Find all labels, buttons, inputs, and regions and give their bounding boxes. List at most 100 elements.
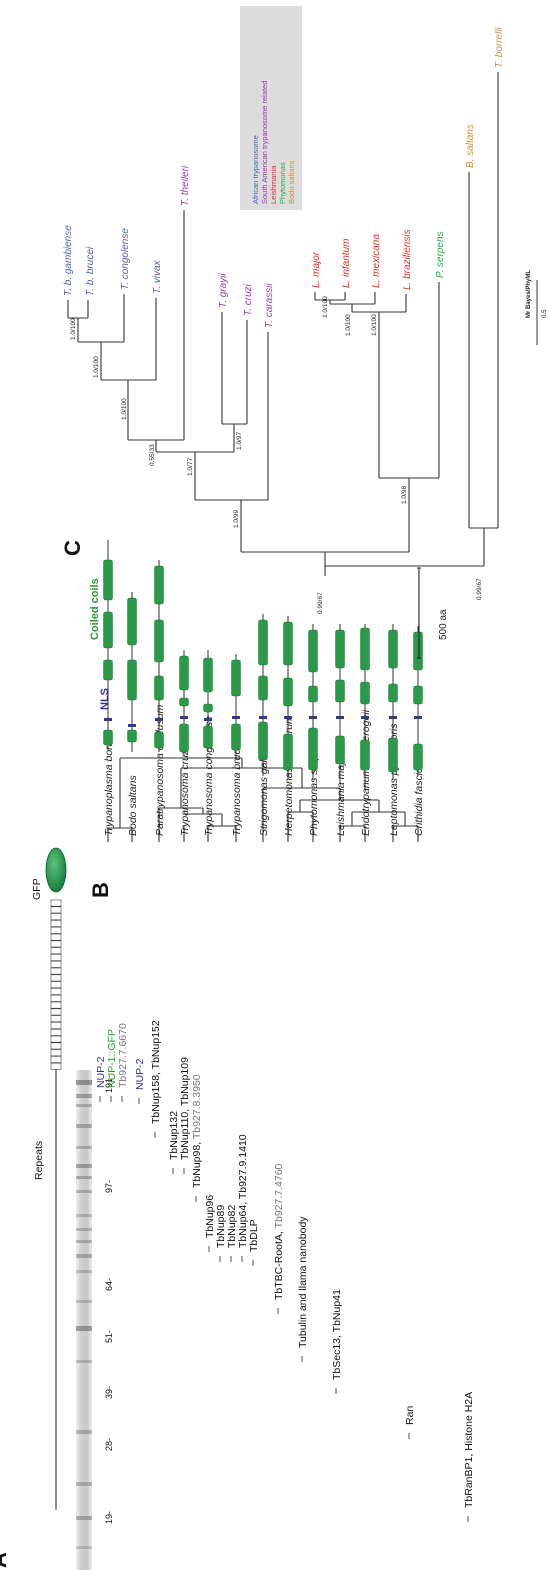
legend-leishmania: Leishmania bbox=[269, 165, 278, 204]
coiled-coil-domain bbox=[360, 627, 370, 671]
coiled-coil-domain bbox=[308, 629, 318, 673]
support-values: 1.0/100 1.0/100 1.0/100 0.55/33 1.0/77 1… bbox=[70, 296, 483, 614]
mw-64: 64- bbox=[104, 1278, 114, 1291]
repeat-box bbox=[50, 933, 62, 941]
coiled-coils-label: Coiled coils bbox=[89, 578, 101, 640]
coiled-coil-domain bbox=[335, 679, 345, 703]
coiled-coil-domain bbox=[335, 735, 345, 765]
coiled-coil-domain bbox=[103, 559, 113, 601]
coiled-coil-domain bbox=[413, 631, 423, 671]
coiled-coil-domain bbox=[388, 737, 398, 773]
coiled-coil-domain bbox=[388, 629, 398, 669]
nls-motif bbox=[336, 716, 344, 719]
band-label-tbtbc-roota: TbTBC-RootA, Tb927.7.4760 bbox=[273, 1163, 285, 1300]
protein-track bbox=[154, 560, 164, 752]
gel-band bbox=[76, 1228, 92, 1231]
species-endotrypanum-monterogeii: Endotrypanum monterogeii bbox=[360, 709, 372, 836]
band-label-tbnup132: TbNup132 bbox=[168, 1111, 180, 1160]
taxon-l-mexicana: L. mexicana bbox=[371, 234, 382, 288]
coiled-coil-domain bbox=[203, 657, 213, 693]
panel-b-letter: B bbox=[88, 882, 113, 898]
support-theileri: 0.55/33 bbox=[149, 444, 156, 466]
coiled-coil-domain bbox=[154, 675, 164, 701]
gel-band bbox=[76, 1360, 92, 1363]
nls-motif bbox=[309, 716, 317, 719]
protein-track bbox=[308, 624, 318, 780]
coiled-coil-domain bbox=[127, 597, 137, 646]
taxon-b-saltans: B. saltans bbox=[465, 124, 476, 168]
species-trypanosoma-brucei: Trypanosoma brucei bbox=[231, 740, 243, 836]
support-trypanosomes: 1.0/99 bbox=[233, 510, 240, 528]
protein-track bbox=[203, 650, 213, 752]
gel-band bbox=[76, 1104, 92, 1107]
coiled-coil-domain bbox=[179, 723, 189, 753]
repeat-box bbox=[50, 947, 62, 955]
scale-label-500aa: 500 aa bbox=[438, 609, 449, 640]
repeat-box bbox=[50, 940, 62, 948]
repeat-box bbox=[50, 974, 62, 982]
coiled-coil-domain bbox=[154, 619, 164, 663]
support-cong: 1.0/100 bbox=[93, 356, 100, 378]
coiled-coil-domain bbox=[308, 727, 318, 771]
mw-191: 191- bbox=[104, 1075, 114, 1093]
repeat-box bbox=[50, 1015, 62, 1023]
gel-band bbox=[76, 1430, 92, 1434]
repeat-box bbox=[50, 1001, 62, 1009]
scale-value: 0.5 bbox=[542, 309, 548, 318]
species-trypanosoma-cruzi: Trypanosoma cruzi bbox=[179, 747, 191, 836]
protein-track bbox=[179, 650, 189, 756]
gel-band bbox=[76, 1146, 92, 1149]
repeat-box bbox=[50, 1028, 62, 1036]
band-label-tubulin-nanobody: Tubulin and llama nanobody bbox=[297, 1216, 309, 1348]
band-label-tbtbc-roota-prefix: TbTBC-RootA, bbox=[273, 1228, 285, 1300]
taxon-l-infantum: L. infantum bbox=[341, 239, 352, 288]
species-trypanoplasma-borreli: Trypanoplasma borreli bbox=[103, 732, 115, 836]
taxon-t-theileri: T. theileri bbox=[180, 165, 191, 206]
repeat-box bbox=[50, 981, 62, 989]
coiled-coil-domain bbox=[203, 703, 213, 713]
coiled-coil-domain bbox=[154, 731, 164, 749]
gel-band bbox=[76, 1214, 92, 1217]
construct-diagram: Repeats GFP bbox=[31, 847, 67, 1510]
coiled-coil-domain bbox=[388, 683, 398, 703]
band-ticks bbox=[99, 1096, 469, 1522]
coiled-coil-domain bbox=[179, 697, 189, 707]
coiled-coil-domain bbox=[413, 685, 423, 705]
panel-a-letter: A bbox=[0, 1552, 11, 1568]
taxon-t-cruzi: T. cruzi bbox=[243, 283, 254, 316]
taxon-l-major: L. major bbox=[311, 251, 322, 288]
protein-track bbox=[258, 614, 268, 776]
panel-a: A Repeats GFP 191- 97- 64- 51- 39- 28- 1… bbox=[0, 847, 475, 1570]
phylogram-c bbox=[67, 72, 499, 576]
cladogram-b bbox=[107, 757, 419, 842]
gfp-oval bbox=[45, 847, 67, 893]
legend-african-trypanosome: African trypanosome bbox=[251, 135, 260, 204]
gel-lane bbox=[76, 1070, 92, 1570]
nls-motif bbox=[232, 716, 240, 719]
legend-bodo-saltans: Bodo saltans bbox=[287, 160, 296, 204]
repeat-box bbox=[50, 967, 62, 975]
repeat-box bbox=[50, 1062, 62, 1070]
coiled-coil-domain bbox=[413, 743, 423, 771]
gel-band bbox=[76, 1546, 92, 1549]
repeat-box bbox=[50, 926, 62, 934]
protein-track bbox=[103, 540, 113, 750]
taxa-labels: T. b. gambiense T. b. brucei T. congolen… bbox=[63, 26, 505, 328]
nls-label: NLS bbox=[99, 688, 111, 710]
nls-motif bbox=[204, 718, 212, 721]
panel-c-letter: C bbox=[60, 540, 85, 556]
support-kinetoplastids: 0.99/67 bbox=[317, 592, 324, 614]
scale-bar-c: Mr Bayes/PhyML 0.5 bbox=[526, 270, 548, 345]
protein-tracks bbox=[103, 540, 423, 790]
repeats-label: Repeats bbox=[33, 1141, 45, 1180]
taxon-t-congolense: T. congolense bbox=[120, 228, 131, 290]
protein-track bbox=[283, 616, 293, 780]
coiled-coil-domain bbox=[103, 659, 113, 681]
taxon-l-braziliensis: L. braziliensis bbox=[402, 229, 413, 290]
gel-band bbox=[76, 1300, 92, 1303]
nls-motif bbox=[180, 716, 188, 719]
band-label-tbdlp: TbDLP bbox=[248, 1219, 260, 1252]
band-label-tbnup158: TbNup158, TbNup152 bbox=[150, 1020, 162, 1124]
scale-method: Mr Bayes/PhyML bbox=[526, 270, 532, 318]
repeat-box bbox=[50, 899, 62, 907]
